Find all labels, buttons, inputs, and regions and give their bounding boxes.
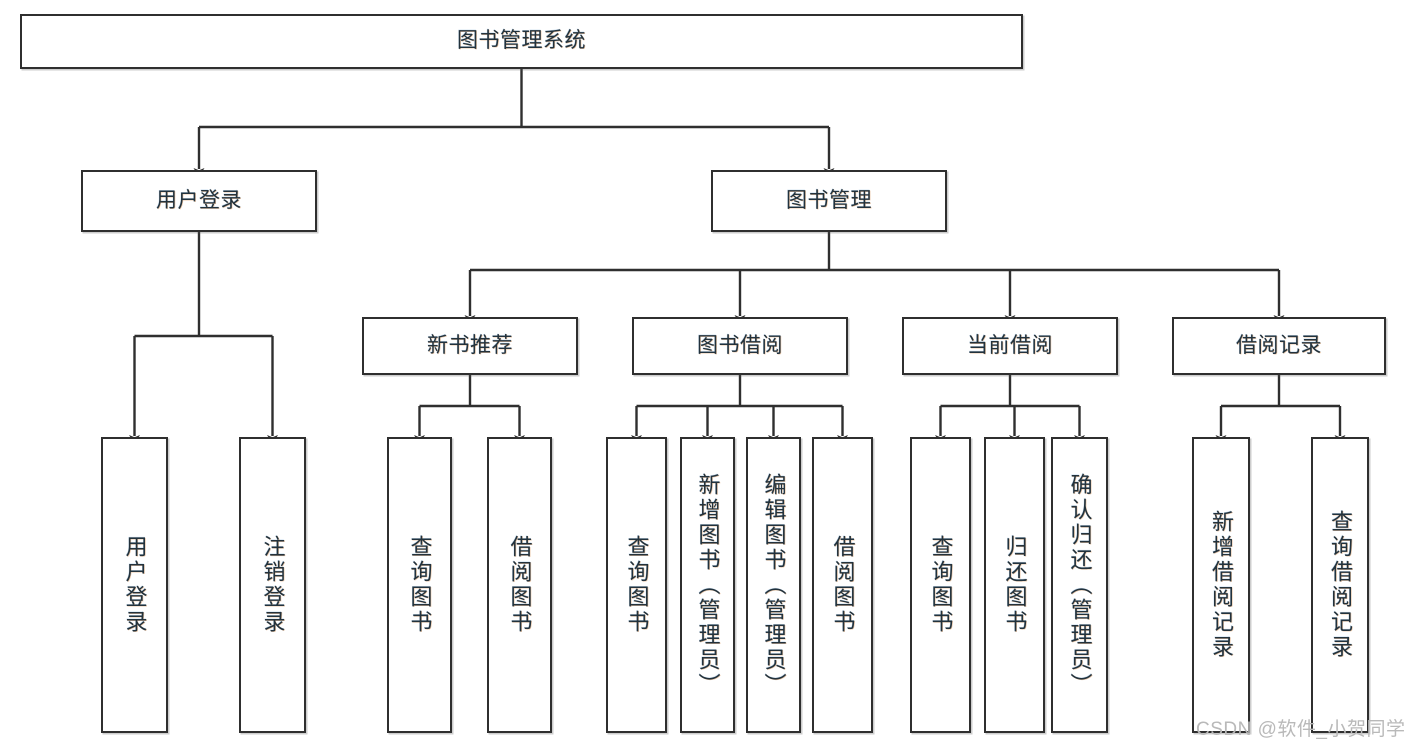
node-label-l1_a: 用户登录 bbox=[156, 188, 242, 212]
node-label-leaf_04: 借阅图书 bbox=[507, 535, 533, 635]
node-l2_c[interactable]: 当前借阅 bbox=[902, 317, 1118, 375]
node-leaf_12[interactable]: 新增借阅记录 bbox=[1192, 437, 1250, 733]
node-label-leaf_10: 归还图书 bbox=[1002, 535, 1028, 635]
node-label-leaf_03: 查询图书 bbox=[407, 535, 433, 635]
node-leaf_10[interactable]: 归还图书 bbox=[984, 437, 1045, 733]
node-leaf_06[interactable]: 新增图书（管理员） bbox=[680, 437, 735, 733]
node-leaf_11[interactable]: 确认归还（管理员） bbox=[1051, 437, 1108, 733]
node-label-l2_c: 当前借阅 bbox=[967, 333, 1053, 357]
node-label-l2_a: 新书推荐 bbox=[427, 333, 513, 357]
node-leaf_04[interactable]: 借阅图书 bbox=[487, 437, 552, 733]
node-label-leaf_02: 注销登录 bbox=[260, 535, 286, 635]
node-label-leaf_09: 查询图书 bbox=[928, 535, 954, 635]
node-label-l2_d: 借阅记录 bbox=[1236, 333, 1322, 357]
node-leaf_05[interactable]: 查询图书 bbox=[606, 437, 667, 733]
node-l2_d[interactable]: 借阅记录 bbox=[1172, 317, 1386, 375]
node-root[interactable]: 图书管理系统 bbox=[20, 14, 1023, 69]
node-label-leaf_08: 借阅图书 bbox=[830, 535, 856, 635]
watermark-text: CSDN @软件_小贺同学 bbox=[1196, 719, 1405, 740]
node-label-l2_b: 图书借阅 bbox=[697, 333, 783, 357]
node-label-leaf_13: 查询借阅记录 bbox=[1327, 510, 1353, 660]
edge-group bbox=[129, 69, 1346, 444]
node-label-leaf_11: 确认归还（管理员） bbox=[1067, 472, 1093, 698]
node-label-leaf_01: 用户登录 bbox=[122, 535, 148, 635]
node-l2_b[interactable]: 图书借阅 bbox=[632, 317, 848, 375]
node-l2_a[interactable]: 新书推荐 bbox=[362, 317, 578, 375]
node-label-leaf_05: 查询图书 bbox=[624, 535, 650, 635]
node-leaf_01[interactable]: 用户登录 bbox=[101, 437, 168, 733]
node-leaf_08[interactable]: 借阅图书 bbox=[812, 437, 873, 733]
node-leaf_09[interactable]: 查询图书 bbox=[910, 437, 971, 733]
node-label-leaf_07: 编辑图书（管理员） bbox=[761, 472, 787, 698]
node-leaf_07[interactable]: 编辑图书（管理员） bbox=[746, 437, 801, 733]
node-label-l1_b: 图书管理 bbox=[786, 188, 872, 212]
node-l1_a[interactable]: 用户登录 bbox=[81, 170, 317, 232]
node-label-root: 图书管理系统 bbox=[457, 29, 586, 53]
node-label-leaf_12: 新增借阅记录 bbox=[1208, 510, 1234, 660]
node-l1_b[interactable]: 图书管理 bbox=[711, 170, 947, 232]
node-leaf_03[interactable]: 查询图书 bbox=[387, 437, 452, 733]
node-label-leaf_06: 新增图书（管理员） bbox=[695, 472, 721, 698]
node-leaf_02[interactable]: 注销登录 bbox=[239, 437, 306, 733]
node-leaf_13[interactable]: 查询借阅记录 bbox=[1311, 437, 1369, 733]
